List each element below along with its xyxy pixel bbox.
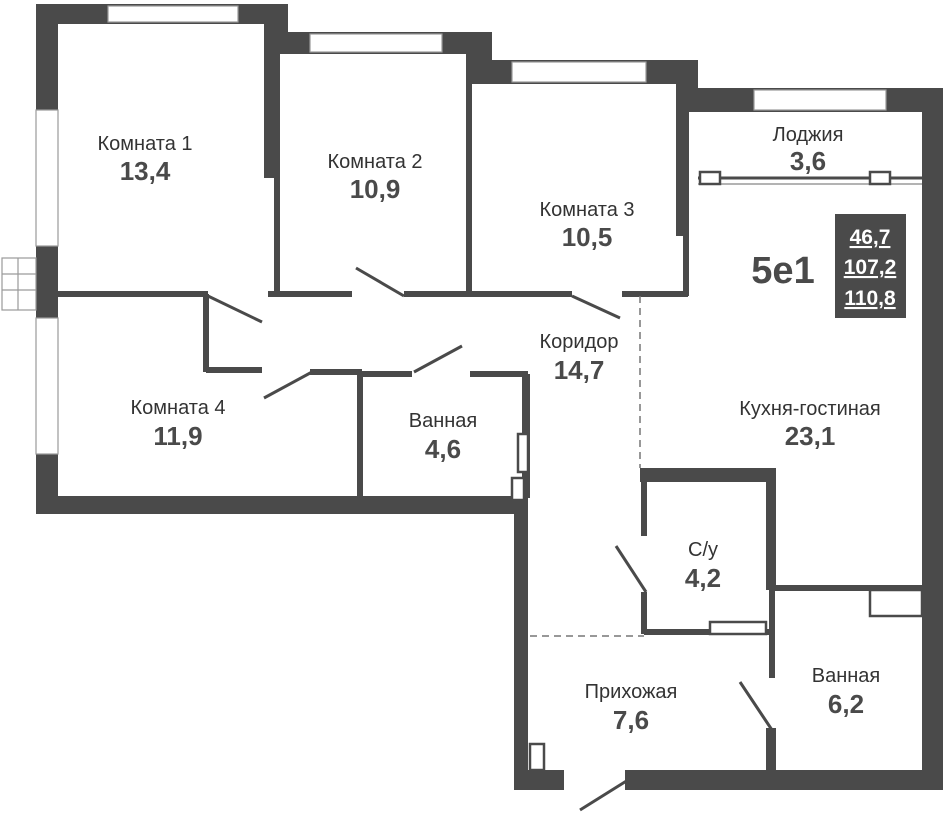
room-label-corridor: Коридор 14,7 bbox=[540, 331, 619, 385]
room-label-room4: Комната 4 11,9 bbox=[131, 397, 226, 451]
room-area: 7,6 bbox=[613, 705, 649, 735]
room-area: 23,1 bbox=[785, 421, 836, 451]
room-label-bath1: Ванная 4,6 bbox=[409, 410, 478, 464]
room-label-bath2: Ванная 6,2 bbox=[812, 665, 881, 719]
room-name: Ванная bbox=[812, 665, 881, 687]
room-area: 4,2 bbox=[685, 563, 721, 593]
room-area: 4,6 bbox=[425, 434, 461, 464]
room-label-wc: С/у 4,2 bbox=[685, 539, 721, 593]
room-name: Коридор bbox=[540, 331, 619, 353]
room-label-room1: Комната 1 13,4 bbox=[98, 133, 193, 186]
room-name: Комната 3 bbox=[540, 199, 635, 221]
fixtures bbox=[510, 170, 924, 772]
total-area: 107,2 bbox=[844, 256, 897, 279]
room-label-hall: Прихожая 7,6 bbox=[585, 681, 678, 735]
area-badge: 46,7 107,2 110,8 bbox=[835, 214, 906, 318]
room-name: Комната 2 bbox=[328, 151, 423, 173]
room-area: 10,9 bbox=[350, 174, 401, 204]
room-area: 3,6 bbox=[790, 146, 826, 176]
room-area: 10,5 bbox=[562, 222, 613, 252]
room-area: 6,2 bbox=[828, 689, 864, 719]
room-name: С/у bbox=[688, 539, 718, 561]
doors bbox=[207, 266, 774, 812]
room-name: Кухня-гостиная bbox=[739, 398, 881, 420]
interior-walls bbox=[58, 54, 926, 772]
room-area: 13,4 bbox=[120, 156, 171, 186]
room-label-room2: Комната 2 10,9 bbox=[328, 151, 423, 204]
room-name: Комната 4 bbox=[131, 397, 226, 419]
room-label-kitchen: Кухня-гостиная 23,1 bbox=[739, 398, 881, 451]
room-name: Лоджия bbox=[773, 124, 844, 146]
room-name: Комната 1 bbox=[98, 133, 193, 155]
room-area: 14,7 bbox=[554, 355, 605, 385]
room-name: Прихожая bbox=[585, 681, 678, 703]
zone-separators bbox=[530, 296, 644, 637]
living-area: 46,7 bbox=[850, 226, 891, 249]
windows bbox=[1, 5, 887, 455]
apartment-type-label: 5е1 bbox=[751, 250, 814, 292]
room-name: Ванная bbox=[409, 410, 478, 432]
room-label-loggia: Лоджия 3,6 bbox=[773, 124, 844, 176]
room-label-room3: Комната 3 10,5 bbox=[540, 199, 635, 252]
room-area: 11,9 bbox=[153, 421, 202, 451]
total-area-with-loggia: 110,8 bbox=[844, 287, 896, 310]
